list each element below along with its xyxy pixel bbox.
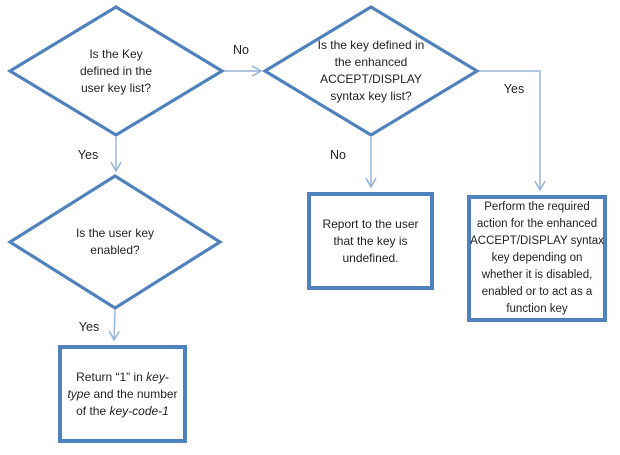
- text-segment: of the: [76, 403, 110, 418]
- text-segment: and the number: [90, 386, 178, 401]
- process-text-line: whether it is disabled,: [481, 269, 593, 281]
- decision-text-line: syntax key list?: [330, 89, 412, 103]
- process-text-line: key depending on: [491, 252, 583, 264]
- edge-label-yes-to-return: Yes: [78, 320, 100, 334]
- decision-text-line: defined in the: [79, 63, 153, 78]
- edge-label-yes-to-perform: Yes: [503, 82, 525, 96]
- process-text-line: Report to the user: [322, 216, 419, 231]
- edge-label-yes-to-enabled: Yes: [77, 148, 99, 162]
- decision-text-line: Is the key defined in: [317, 38, 425, 52]
- decision-text-line: ACCEPT/DISPLAY: [320, 72, 422, 86]
- process-text-line: Return “1” in key-: [76, 369, 169, 386]
- process-text-line: action for the enhanced: [476, 218, 598, 230]
- process-return-key-type-box: Return “1” in key- type and the number o…: [58, 345, 187, 443]
- decision-text-line: the enhanced: [334, 55, 408, 69]
- edge-label-no-to-enhanced: No: [233, 43, 249, 57]
- decision-text-line: user key list?: [80, 80, 152, 95]
- process-text-line: type and the number: [67, 386, 177, 403]
- process-text-line: Perform the required: [484, 201, 590, 213]
- connector-yes-to-return-box: [108, 309, 120, 342]
- connector-yes-to-perform-box: [479, 70, 546, 192]
- text-segment: Return “1” in: [76, 369, 147, 384]
- decision-user-key-defined: Is the Key defined in the user key list?: [16, 7, 216, 135]
- process-text-line: ACCEPT/DISPLAY syntax: [470, 235, 604, 247]
- decision-enhanced-syntax: Is the key defined in the enhanced ACCEP…: [271, 7, 471, 135]
- edge-label-no-to-report: No: [330, 148, 346, 162]
- text-segment-italic: key-: [146, 369, 169, 384]
- decision-text-line: Is the user key: [75, 226, 155, 240]
- text-segment-italic: key-code-1: [109, 403, 169, 418]
- decision-shape-user-key-enabled: [6, 174, 224, 310]
- decision-user-key-enabled: Is the user key enabled?: [15, 176, 215, 308]
- process-text-line: enabled or to act as a: [481, 286, 593, 298]
- process-text-line: of the key-code-1: [76, 403, 169, 420]
- process-perform-enhanced-action-box: Perform the required action for the enha…: [467, 195, 607, 322]
- decision-text-line: enabled?: [90, 243, 140, 257]
- decision-shape-enhanced-syntax: [261, 5, 481, 137]
- process-text-line: undefined.: [342, 250, 399, 265]
- decision-shape-user-key-defined: [6, 5, 226, 137]
- process-text-line: function key: [506, 303, 568, 315]
- decision-text-line: Is the Key: [89, 46, 143, 61]
- process-report-undefined-box: Report to the user that the key is undef…: [307, 192, 434, 290]
- text-segment-italic: type: [67, 386, 91, 401]
- process-text-line: that the key is: [333, 233, 408, 248]
